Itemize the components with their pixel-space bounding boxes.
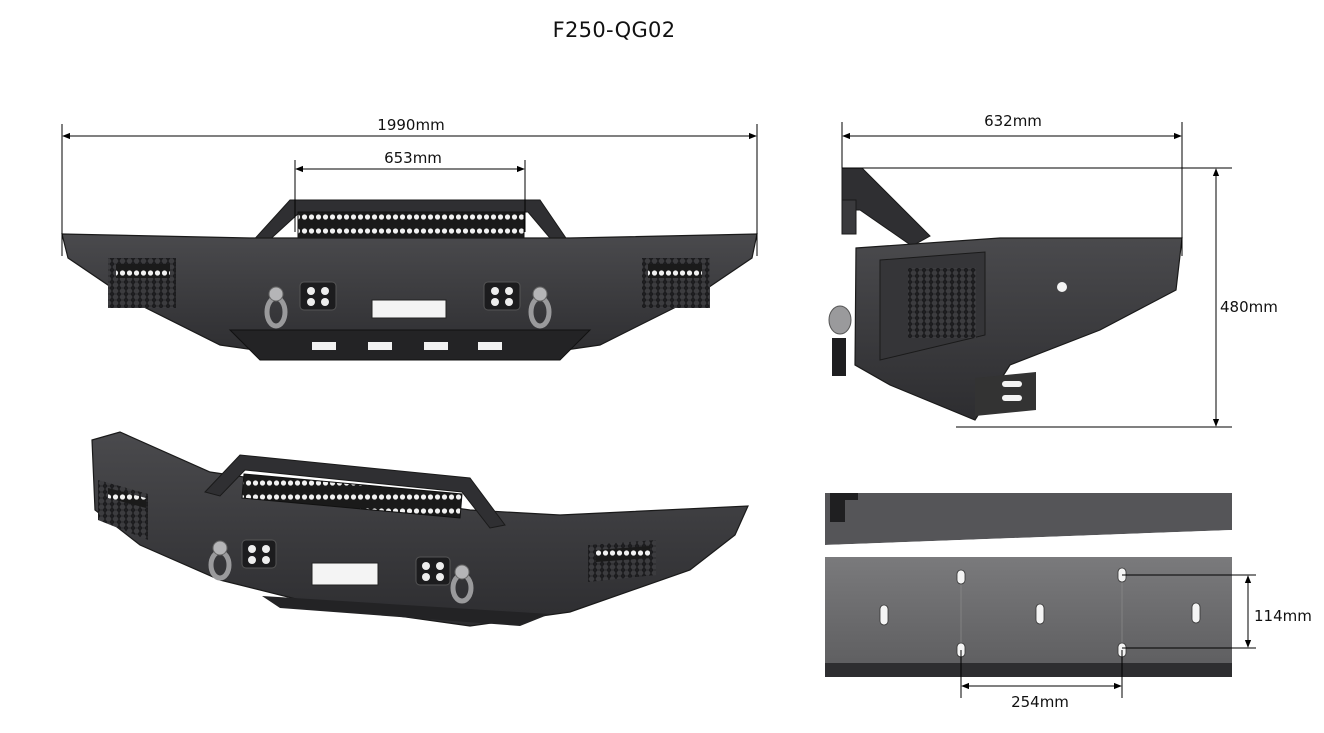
mount-vertical-label: 114mm [1254, 607, 1312, 625]
light-bar-width-label: 653mm [384, 149, 442, 167]
front-view: 1990mm 653mm [61, 116, 758, 361]
side-depth-label: 632mm [984, 112, 1042, 130]
side-bracket [975, 372, 1036, 416]
left-shackle [264, 286, 288, 329]
side-mesh-vent [908, 268, 976, 338]
right-fog-light [648, 264, 702, 278]
left-fog-light [116, 264, 170, 278]
perspective-light-bar [241, 473, 463, 519]
front-skid-plate [228, 329, 592, 361]
mount-plate [825, 557, 1232, 669]
perspective-light-bar-frame [204, 454, 506, 529]
perspective-right-shackle [450, 564, 474, 604]
side-shackle [828, 305, 852, 376]
side-height-label: 480mm [1220, 298, 1278, 316]
mount-slots [879, 567, 1201, 658]
mount-plate-view: 114mm 254mm [825, 493, 1312, 711]
skid-slots [312, 342, 502, 350]
right-shackle [528, 286, 552, 329]
upper-frame-rail [825, 493, 1232, 545]
side-view: 632mm 480mm [828, 112, 1278, 428]
winch-opening [371, 299, 447, 319]
perspective-view [91, 431, 749, 627]
right-cube-light [483, 281, 521, 311]
perspective-left-shackle [208, 540, 232, 581]
light-bar [297, 211, 525, 239]
perspective-bumper-body [91, 431, 749, 627]
mount-horizontal-label: 254mm [1011, 693, 1069, 711]
front-width-label: 1990mm [377, 116, 444, 134]
left-cube-light [299, 281, 337, 311]
drawing-title: F250-QG02 [552, 18, 676, 42]
